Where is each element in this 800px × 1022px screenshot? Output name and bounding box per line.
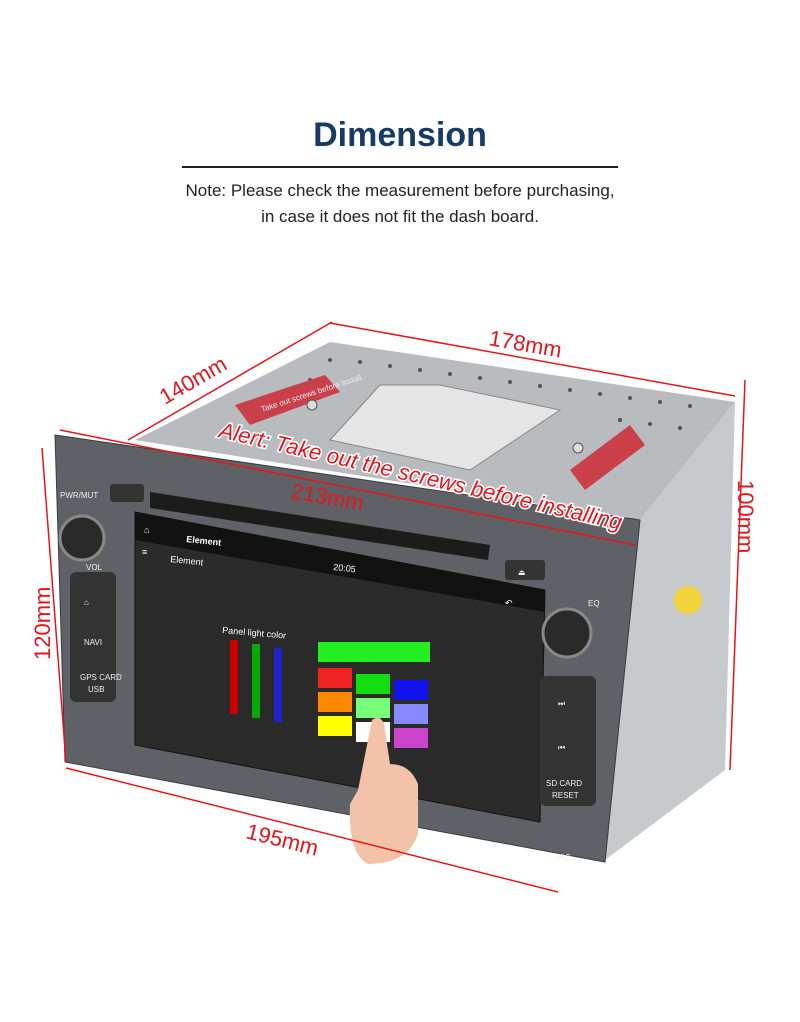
- dim-height-front: 120mm: [30, 587, 55, 660]
- sd-card-label: SD CARD: [546, 779, 582, 788]
- button-panel-left: [70, 572, 116, 702]
- dim-width-top: 178mm: [487, 325, 564, 362]
- clock: 20:05: [333, 562, 356, 574]
- note-line-1: Note: Please check the measurement befor…: [185, 181, 615, 200]
- vol-label: VOL: [86, 563, 103, 572]
- dim-width-bottom: 195mm: [244, 819, 321, 861]
- pwr-label: PWR/MUT: [60, 491, 98, 500]
- dimension-lines: [41, 321, 746, 893]
- screw-right: [572, 442, 584, 454]
- warning-sticker-right: [570, 425, 645, 490]
- screw-left: [306, 399, 318, 411]
- button-panel-right: [540, 676, 596, 806]
- warning-sticker-left: [235, 375, 340, 425]
- next-button[interactable]: ⏭: [558, 699, 565, 708]
- cd-slot: [150, 492, 490, 560]
- dim-height-side: 100mm: [733, 480, 758, 553]
- eq-label: EQ: [588, 599, 600, 608]
- status-bar: [135, 512, 545, 612]
- eject-button[interactable]: [505, 560, 545, 580]
- page-title: Dimension: [313, 116, 487, 154]
- color-sliders[interactable]: [230, 640, 282, 722]
- prev-button[interactable]: ⏮: [558, 743, 565, 752]
- case-side: [605, 402, 735, 860]
- label-sheet: [329, 384, 562, 471]
- finger-hand: [349, 717, 418, 864]
- usb-label: USB: [88, 685, 104, 694]
- note-line-2: in case it does not fit the dash board.: [261, 207, 539, 226]
- note-text: Note: Please check the measurement befor…: [0, 178, 800, 230]
- eq-knob[interactable]: [541, 607, 593, 659]
- volume-knob[interactable]: [58, 514, 106, 562]
- mic-label: MIC: [556, 853, 571, 862]
- app-subtitle: Element: [170, 554, 204, 567]
- navi-button[interactable]: NAVI: [84, 638, 102, 647]
- app-title: Element: [186, 534, 222, 548]
- home-button[interactable]: ⌂: [84, 598, 89, 607]
- home-icon[interactable]: ⌂: [144, 525, 149, 535]
- side-sticker: [674, 586, 702, 614]
- back-icon[interactable]: ↶: [505, 598, 513, 608]
- gps-card-label: GPS CARD: [80, 673, 122, 682]
- title-divider: [182, 166, 618, 168]
- reset-button[interactable]: RESET: [552, 791, 579, 800]
- menu-icon[interactable]: ≡: [142, 547, 147, 557]
- eject-icon: ⏏: [518, 568, 526, 577]
- back-button[interactable]: [110, 484, 144, 502]
- color-swatches[interactable]: [318, 642, 430, 748]
